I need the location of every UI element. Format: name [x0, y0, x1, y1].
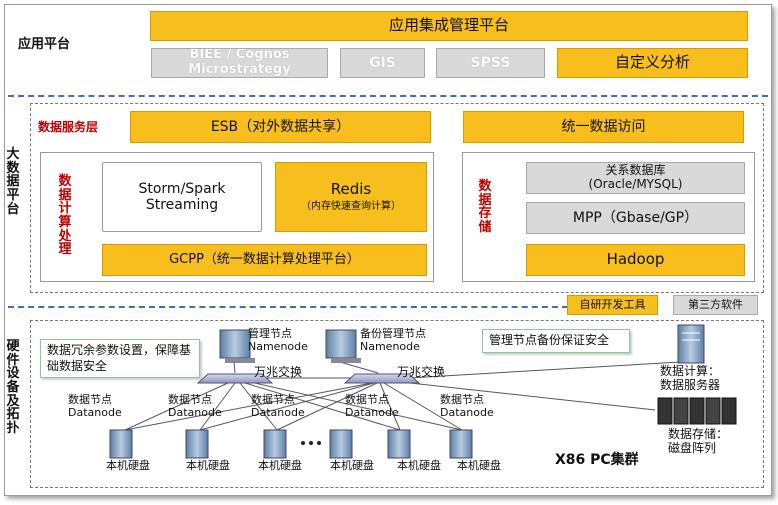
local-disk-label: 本机硬盘 [457, 459, 501, 472]
storage-section [462, 152, 755, 282]
namenode-label: 管理节点 Namenode [248, 327, 308, 353]
redis-box: Redis （内存快速查询计算） [275, 162, 427, 232]
x86-cluster-label: X86 PC集群 [555, 452, 639, 468]
storage-label: 数据存储 [478, 179, 492, 235]
rdb-box: 关系数据库 (Oracle/MYSQL) [526, 162, 745, 194]
datanode-label: 数据节点 Datanode [168, 393, 222, 419]
app-item-custom-analysis: 自定义分析 [557, 48, 748, 78]
disk-array-label: 数据存储： 磁盘阵列 [668, 427, 729, 455]
local-disk-label: 本机硬盘 [330, 459, 374, 472]
datanode-label: 数据节点 Datanode [251, 393, 305, 419]
switch-label: 万兆交换 [397, 365, 446, 379]
hardware-layer-title: 硬件设备及拓扑 [6, 339, 20, 436]
redis-subtitle: （内存快速查询计算） [301, 201, 401, 213]
redis-title: Redis [330, 180, 372, 199]
esb-box: ESB（对外数据共享） [130, 111, 431, 143]
redundancy-note: 数据冗余参数设置，保障基础数据安全 [40, 339, 200, 379]
gcpp-box: GCPP（统一数据计算处理平台） [102, 244, 427, 276]
layer-divider [8, 306, 568, 308]
app-layer-title: 应用平台 [18, 37, 71, 52]
backup-note: 管理节点备份保证安全 [482, 329, 630, 353]
local-disk-label: 本机硬盘 [397, 459, 441, 472]
storm-spark-box: Storm/Spark Streaming [102, 162, 262, 232]
app-item-gis: GIS [340, 48, 425, 78]
datanode-label: 数据节点 Datanode [68, 393, 122, 419]
self-dev-tools: 自研开发工具 [567, 295, 658, 315]
app-item-biee: BIEE / Cognos Microstrategy [151, 48, 328, 78]
app-item-spss: SPSS [436, 48, 545, 78]
datanode-label: 数据节点 Datanode [440, 393, 494, 419]
compute-label: 数据计算处理 [58, 174, 72, 258]
compute-server-label: 数据计算： 数据服务器 [660, 364, 721, 392]
local-disk-label: 本机硬盘 [106, 459, 150, 472]
layer-divider [8, 95, 768, 97]
third-party-software: 第三方软件 [673, 295, 758, 315]
switch-label: 万兆交换 [254, 365, 303, 379]
datanode-label: 数据节点 Datanode [345, 393, 399, 419]
backup-namenode-label: 备份管理节点 Namenode [360, 327, 426, 353]
unified-data-access-box: 统一数据访问 [463, 111, 744, 143]
mpp-box: MPP（Gbase/GP） [526, 202, 745, 234]
hardware-section [30, 320, 764, 488]
compute-section [40, 152, 434, 282]
hadoop-box: Hadoop [526, 244, 745, 276]
local-disk-label: 本机硬盘 [258, 459, 302, 472]
app-integration-platform: 应用集成管理平台 [150, 11, 748, 41]
data-service-label: 数据服务层 [38, 120, 99, 134]
local-disk-label: 本机硬盘 [186, 459, 230, 472]
big-data-layer-title: 大数据平台 [6, 147, 20, 217]
big-data-section [30, 103, 764, 293]
